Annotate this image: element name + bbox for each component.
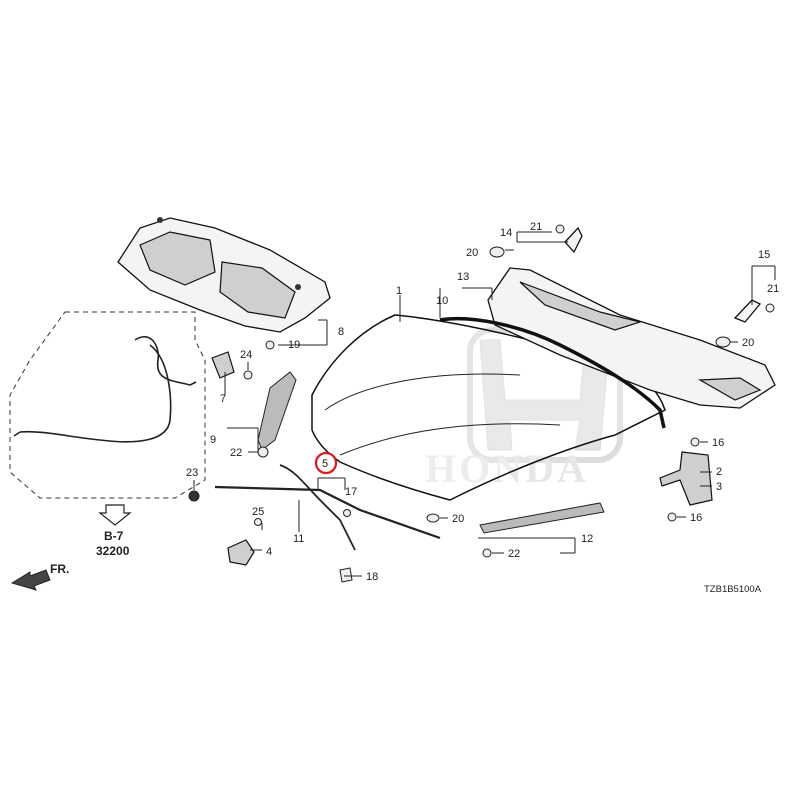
clip-18[interactable]	[339, 567, 353, 583]
callout-23[interactable]: 23	[186, 467, 198, 479]
callout-11[interactable]: 11	[293, 533, 304, 545]
cowl-end-cover-14[interactable]	[564, 226, 583, 254]
hood-hinge-part[interactable]	[659, 437, 713, 522]
callout-2[interactable]: 2	[716, 466, 722, 478]
side-seal-part[interactable]	[257, 371, 297, 451]
clip-20-bottom[interactable]	[426, 513, 440, 523]
cowl-seal-part[interactable]	[439, 316, 666, 429]
section-reference[interactable]: B-7 32200	[96, 504, 132, 558]
leader-lines	[193, 231, 776, 577]
callout-24[interactable]: 24	[240, 349, 252, 361]
hood-seal-5-part[interactable]	[279, 464, 356, 551]
callout-18[interactable]: 18	[366, 571, 378, 583]
callout-22-bottom[interactable]: 22	[508, 548, 520, 560]
callout-16-top[interactable]: 16	[712, 437, 724, 449]
callout-21-right[interactable]: 21	[767, 283, 779, 295]
callout-9[interactable]: 9	[210, 434, 216, 446]
clip-20-right[interactable]	[715, 336, 731, 348]
clip-22-left[interactable]	[257, 446, 269, 458]
clip-21-right[interactable]	[765, 303, 775, 313]
clip-22-bottom[interactable]	[482, 548, 492, 558]
clip-23[interactable]	[188, 490, 200, 502]
callout-21-top[interactable]: 21	[530, 221, 542, 233]
release-cable-boundary	[9, 311, 206, 499]
callout-25[interactable]: 25	[252, 506, 264, 518]
callout-7[interactable]: 7	[220, 393, 226, 405]
hood-latch-bracket-part[interactable]	[211, 351, 235, 379]
callout-5[interactable]: 5	[322, 458, 328, 470]
hood-insulator-part[interactable]	[117, 217, 331, 333]
support-rod-part[interactable]	[214, 485, 441, 540]
callout-5-highlight-ring	[314, 451, 338, 475]
callout-15[interactable]: 15	[758, 249, 770, 261]
section-reference-code: 32200	[96, 544, 130, 558]
callout-16-bottom[interactable]: 16	[690, 512, 702, 524]
callout-8[interactable]: 8	[338, 326, 344, 338]
diagram-code: TZB1B5100A	[704, 584, 762, 595]
cowl-end-cover-15[interactable]	[733, 299, 762, 323]
hood-release-cable-part[interactable]	[13, 336, 197, 443]
clip-21-top[interactable]	[555, 224, 565, 234]
callout-3[interactable]: 3	[716, 481, 722, 493]
callout-12[interactable]: 12	[581, 533, 593, 545]
callout-22-left[interactable]: 22	[230, 447, 242, 459]
callout-14[interactable]: 14	[500, 227, 512, 239]
front-seal-part[interactable]	[479, 502, 605, 534]
cowl-top-part[interactable]	[487, 267, 776, 409]
front-marker-label: FR.	[50, 562, 69, 576]
hood-latch-part[interactable]	[227, 518, 262, 566]
clip-20-top[interactable]	[489, 246, 505, 258]
callout-17[interactable]: 17	[345, 486, 357, 498]
clip-24[interactable]	[243, 370, 253, 380]
callout-1[interactable]: 1	[396, 285, 402, 297]
front-direction-marker: FR.	[10, 562, 69, 591]
callout-19[interactable]: 19	[288, 339, 300, 351]
clip-17[interactable]	[343, 509, 351, 517]
callout-20-bottom[interactable]: 20	[452, 513, 464, 525]
callout-labels: 1 2 3 4 5 7 8 9 10 11 12 13 14 15 16 16 …	[186, 221, 779, 583]
callout-20-right[interactable]: 20	[742, 337, 754, 349]
callout-4[interactable]: 4	[266, 546, 272, 558]
section-reference-label: B-7	[104, 529, 124, 543]
clip-19[interactable]	[265, 340, 275, 350]
callout-20-top[interactable]: 20	[466, 247, 478, 259]
callout-10[interactable]: 10	[436, 295, 448, 307]
callout-13[interactable]: 13	[457, 271, 469, 283]
